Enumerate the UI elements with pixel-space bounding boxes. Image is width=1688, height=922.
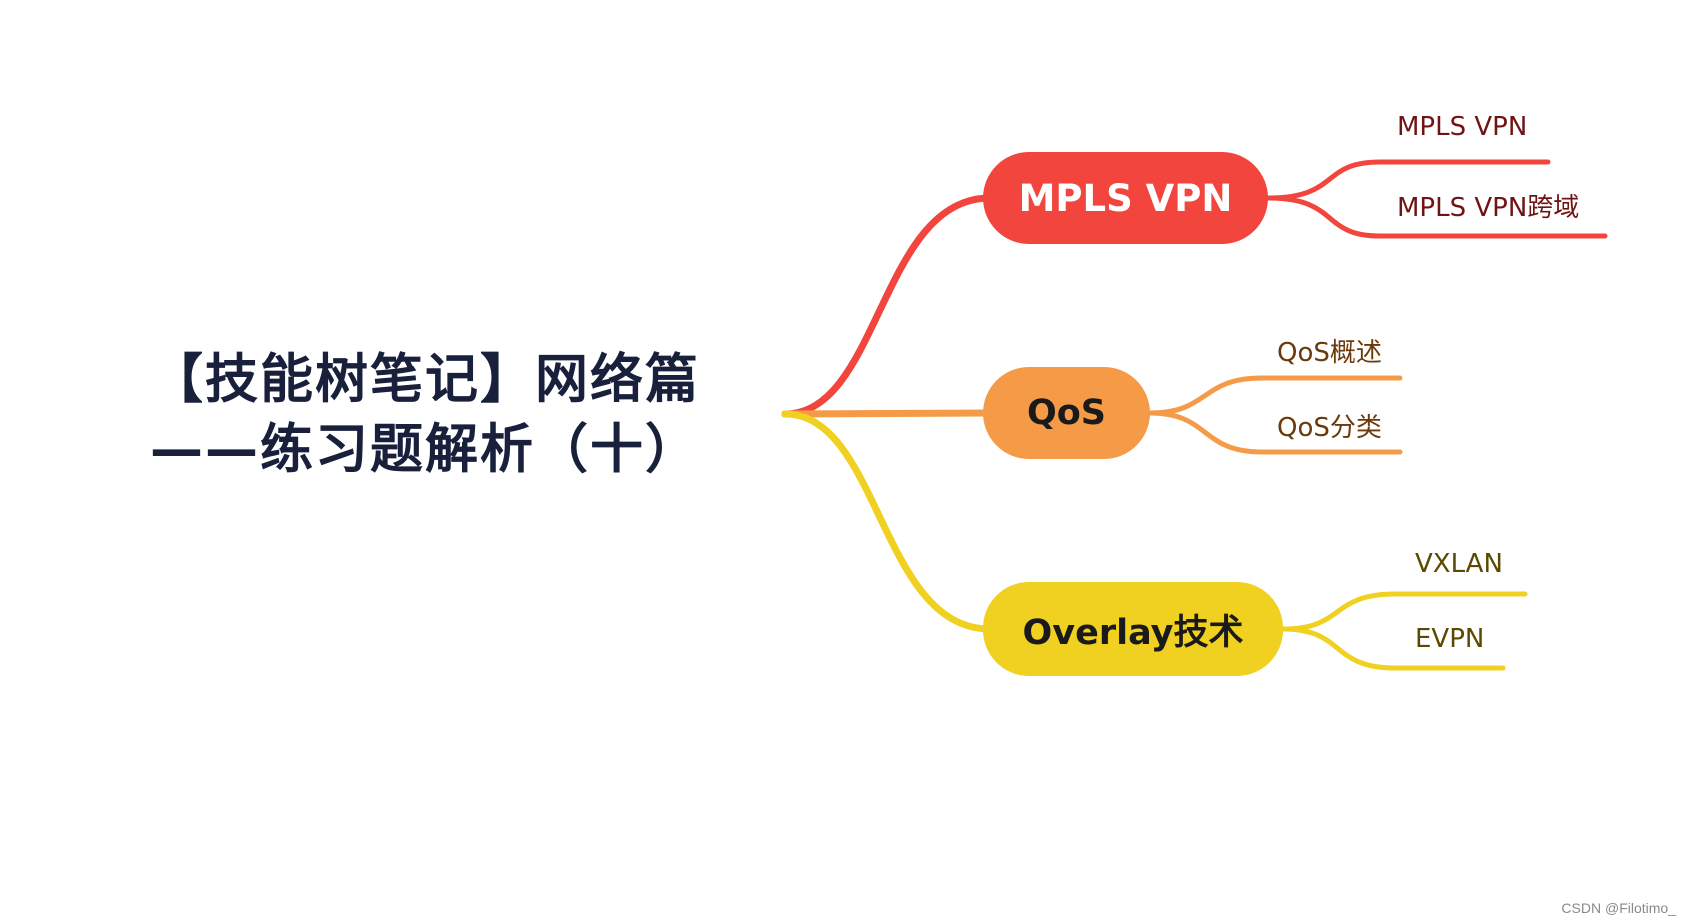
branch-node-overlay[interactable]: Overlay技术	[983, 582, 1283, 676]
connector-root-overlay	[781, 410, 994, 633]
root-title-line1: 【技能树笔记】网络篇	[150, 349, 700, 410]
connector-qos-child2	[1147, 410, 1403, 455]
branch-label: QoS	[1026, 393, 1106, 433]
connector-mpls-child2	[1265, 195, 1608, 239]
connector-root-mpls	[781, 194, 994, 418]
leaf-qos-classification[interactable]: QoS分类	[1277, 413, 1382, 443]
connector-mpls-child1	[1265, 159, 1551, 201]
root-title-line2: ——练习题解析（十）	[150, 419, 700, 480]
connector-overlay-child1	[1280, 591, 1528, 632]
branch-label: Overlay技术	[1022, 612, 1244, 653]
leaf-mpls-vpn[interactable]: MPLS VPN	[1397, 112, 1528, 142]
branch-label: MPLS VPN	[1018, 176, 1233, 220]
branch-node-mpls-vpn[interactable]: MPLS VPN	[983, 152, 1268, 244]
watermark: CSDN @Filotimo_	[1561, 900, 1676, 916]
leaf-vxlan[interactable]: VXLAN	[1415, 549, 1503, 579]
leaf-qos-overview[interactable]: QoS概述	[1277, 338, 1382, 368]
branch-node-qos[interactable]: QoS	[983, 367, 1150, 459]
leaf-mpls-vpn-interdomain[interactable]: MPLS VPN跨域	[1397, 193, 1580, 223]
connector-overlay-child2	[1280, 626, 1506, 671]
connector-qos-child1	[1147, 375, 1403, 416]
root-topic: 【技能树笔记】网络篇 ——练习题解析（十）	[150, 345, 770, 485]
leaf-evpn[interactable]: EVPN	[1415, 624, 1485, 654]
connector-root-qos	[781, 409, 994, 418]
